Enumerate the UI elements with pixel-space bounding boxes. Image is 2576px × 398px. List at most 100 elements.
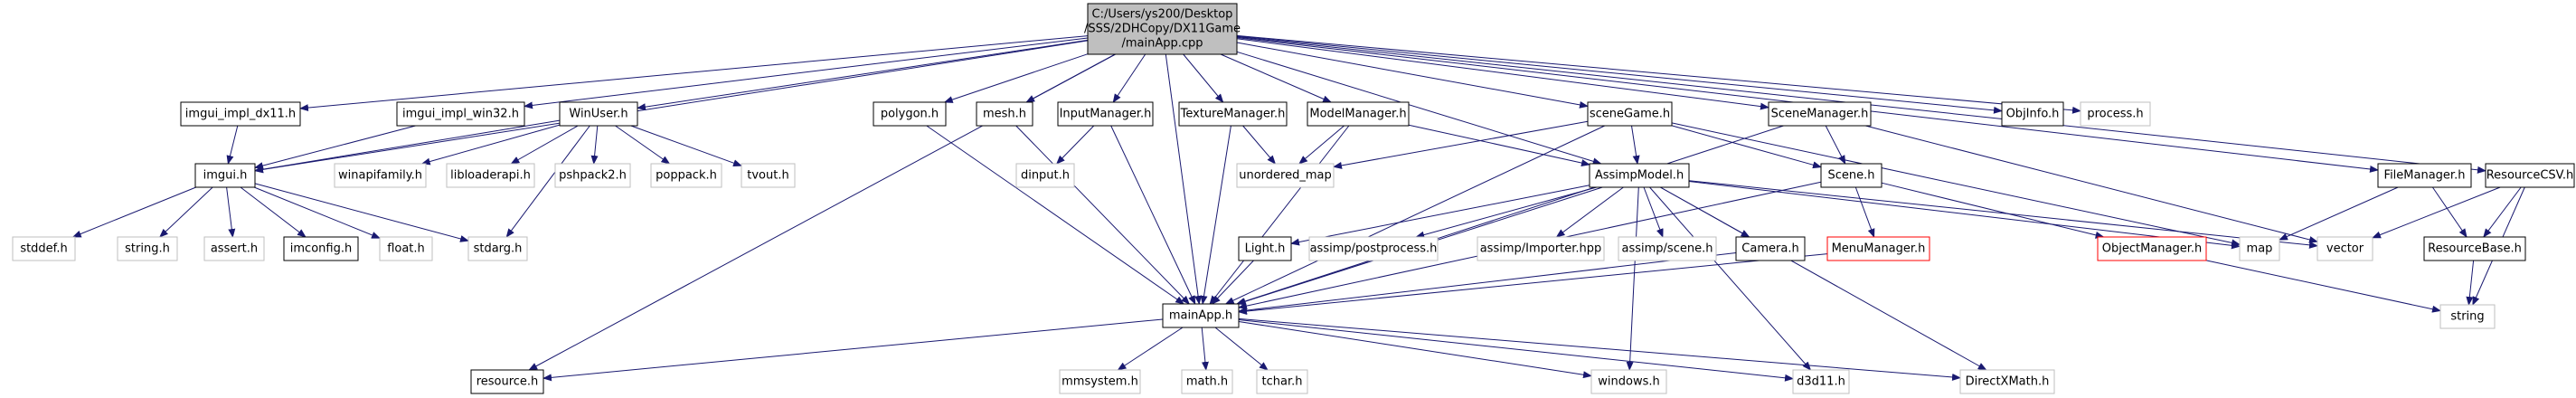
node-box: [1236, 163, 1335, 188]
node-d3d11-h: d3d11.h: [1792, 369, 1850, 394]
node-string: string: [2439, 304, 2496, 329]
node-input-manager-h[interactable]: InputManager.h: [1057, 101, 1154, 127]
node-menu-manager-h[interactable]: MenuManager.h: [1826, 236, 1930, 261]
node-map: map: [2239, 236, 2280, 261]
edge-texture-manager-h-to-unordered-map: [1242, 125, 1277, 165]
edge-scene-game-h-to-unordered-map: [1333, 120, 1589, 169]
edge-scene-game-h-to-main-app-h: [1224, 125, 1606, 305]
node-scene-manager-h[interactable]: SceneManager.h: [1768, 101, 1872, 127]
node-imgui-impl-win32-h[interactable]: imgui_impl_win32.h: [396, 101, 525, 127]
node-win-user-h[interactable]: WinUser.h: [559, 101, 638, 127]
node-camera-h[interactable]: Camera.h: [1735, 236, 1806, 261]
node-texture-manager-h[interactable]: TextureManager.h: [1178, 101, 1288, 127]
node-box: [1308, 236, 1439, 261]
edge-main-app-h-to-tchar-h: [1214, 327, 1269, 371]
edge-polygon-h-to-main-app-h: [926, 125, 1185, 305]
node-label: ResourceCSV.h: [2486, 169, 2574, 183]
node-label: Light.h: [1245, 242, 1286, 256]
edge-main-app-cpp-to-imgui-h: [254, 40, 1089, 174]
node-scene-game-h[interactable]: sceneGame.h: [1587, 101, 1673, 127]
node-box: [554, 163, 631, 188]
node-mesh-h[interactable]: mesh.h: [976, 101, 1033, 127]
edge-main-app-h-to-resource-h: [543, 318, 1164, 382]
edge-file-manager-h-to-resource-base-h: [2431, 186, 2467, 238]
node-label: d3d11.h: [1797, 375, 1845, 389]
node-box: [446, 163, 535, 188]
node-label: TextureManager.h: [1180, 108, 1286, 121]
edge-main-app-cpp-to-main-app-h: [1165, 53, 1203, 305]
node-resource-base-h[interactable]: ResourceBase.h: [2423, 236, 2526, 261]
node-file-manager-h[interactable]: FileManager.h: [2377, 163, 2472, 188]
node-label: assimp/Importer.hpp: [1480, 242, 1602, 256]
node-box: [1768, 101, 1872, 127]
node-label: SceneManager.h: [1771, 108, 1869, 121]
edge-assimp-model-h-to-assimp-postprocess-h: [1415, 186, 1597, 239]
node-box: [194, 163, 256, 188]
node-math-h: math.h: [1181, 369, 1233, 394]
node-main-app-h[interactable]: mainApp.h: [1162, 303, 1240, 328]
node-object-manager-h[interactable]: ObjectManager.h: [2097, 236, 2207, 261]
edge-imgui-h-to-string-h: [159, 186, 213, 238]
node-resource-csv-h[interactable]: ResourceCSV.h: [2485, 163, 2575, 188]
edge-assimp-model-h-to-map: [1688, 181, 2241, 250]
edge-main-app-cpp-to-imgui-impl-win32-h: [524, 37, 1089, 109]
node-box: [117, 236, 178, 261]
node-resource-h[interactable]: resource.h: [470, 369, 544, 394]
node-label: vector: [2326, 242, 2364, 256]
edge-main-app-cpp-to-resource-h: [528, 53, 1116, 371]
edge-assimp-model-h-to-windows-h: [1626, 186, 1639, 371]
node-imgui-h[interactable]: imgui.h: [194, 163, 256, 188]
edge-imgui-impl-dx11-h-to-imgui-h: [226, 125, 239, 165]
node-label: map: [2247, 242, 2273, 256]
node-imconfig-h[interactable]: imconfig.h: [283, 236, 359, 261]
node-box: [334, 163, 427, 188]
edge-main-app-cpp-to-obj-info-h: [1236, 35, 2003, 114]
edge-input-manager-h-to-dinput-h: [1056, 125, 1095, 165]
node-assimp-model-h[interactable]: AssimpModel.h: [1589, 163, 1690, 188]
node-model-manager-h[interactable]: ModelManager.h: [1307, 101, 1410, 127]
node-box: [2423, 236, 2526, 261]
node-main-app-cpp[interactable]: C:/Users/ys200/Desktop/SSS/2DHCopy/DX11G…: [1084, 3, 1241, 55]
node-label: dinput.h: [1021, 169, 1070, 183]
node-label: winapifamily.h: [338, 169, 422, 183]
node-imgui-impl-dx11-h[interactable]: imgui_impl_dx11.h: [180, 101, 301, 127]
node-scene-h[interactable]: Scene.h: [1820, 163, 1882, 188]
edge-imgui-h-to-float-h: [253, 186, 381, 239]
node-label: windows.h: [1598, 375, 1659, 389]
edge-main-app-cpp-to-scene-manager-h: [1236, 38, 1769, 110]
node-light-h[interactable]: Light.h: [1238, 236, 1292, 261]
edge-main-app-h-to-d3d11-h: [1238, 319, 1794, 382]
node-stdarg-h: stdarg.h: [467, 236, 528, 261]
node-label: ObjectManager.h: [2102, 242, 2203, 256]
node-label: ObjInfo.h: [2006, 108, 2060, 121]
edge-main-app-h-to-math-h: [1201, 327, 1209, 371]
node-box: [1181, 369, 1233, 394]
node-box: [2001, 101, 2064, 127]
node-label: FileManager.h: [2384, 169, 2466, 183]
node-label: imgui_impl_win32.h: [402, 108, 519, 121]
node-box: [1820, 163, 1882, 188]
edge-win-user-h-to-imgui-h: [254, 119, 561, 174]
node-obj-info-h[interactable]: ObjInfo.h: [2001, 101, 2064, 127]
node-polygon-h[interactable]: polygon.h: [873, 101, 947, 127]
node-label: unordered_map: [1239, 169, 1332, 183]
edge-resource-csv-h-to-vector: [2372, 186, 2501, 239]
edge-camera-h-to-main-app-h: [1238, 252, 1737, 315]
node-process-h: process.h: [2080, 101, 2151, 127]
edge-light-h-to-main-app-h: [1211, 260, 1254, 305]
node-box: [976, 101, 1033, 127]
edge-win-user-h-to-winapifamily-h: [420, 124, 561, 166]
node-box: [1590, 369, 1667, 394]
node-label: stddef.h: [20, 242, 67, 256]
node-label: math.h: [1186, 375, 1228, 389]
node-string-h: string.h: [117, 236, 178, 261]
node-layer: C:/Users/ys200/Desktop/SSS/2DHCopy/DX11G…: [12, 3, 2575, 394]
node-box: [1307, 101, 1410, 127]
node-label: mesh.h: [983, 108, 1026, 121]
node-label: ResourceBase.h: [2428, 242, 2522, 256]
node-label: Scene.h: [1827, 169, 1874, 183]
node-box: [470, 369, 544, 394]
node-tvout-h: tvout.h: [741, 163, 796, 188]
node-poppack-h: poppack.h: [650, 163, 722, 188]
